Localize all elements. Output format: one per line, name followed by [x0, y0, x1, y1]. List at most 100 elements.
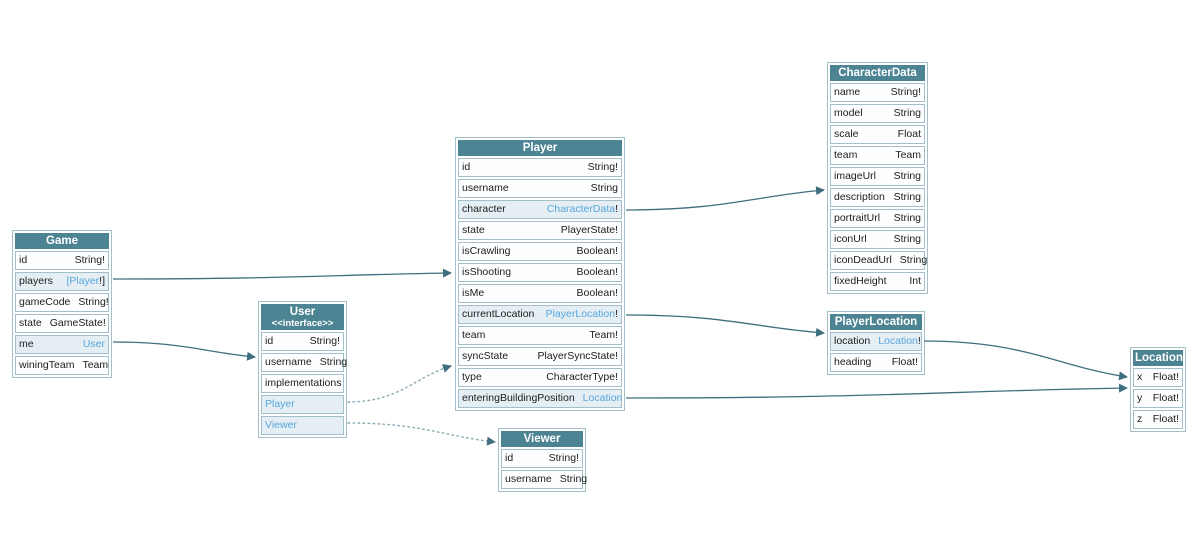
type-text: Float [897, 128, 921, 140]
table-header-location[interactable]: Location [1133, 350, 1183, 366]
field-type: Boolean! [577, 243, 618, 260]
field-type: Location! [878, 333, 921, 350]
type-link[interactable]: PlayerLocation [545, 308, 616, 320]
table-subtitle: <<interface>> [271, 318, 334, 329]
type-text: String [893, 233, 921, 245]
table-header-user[interactable]: User<<interface>> [261, 304, 344, 330]
table-title: Viewer [523, 433, 561, 445]
field-name: gameCode [19, 296, 71, 308]
field-type: Team [895, 147, 921, 164]
field-type: [Player!] [66, 273, 105, 290]
type-text: String [590, 182, 618, 194]
field-row-state: state GameState! [15, 314, 109, 333]
field-type: String [560, 471, 587, 488]
type-text: String [893, 170, 921, 182]
type-text: String! [309, 335, 340, 347]
type-link[interactable]: Location [878, 335, 918, 347]
field-name: me [19, 338, 34, 350]
type-link[interactable]: Viewer [265, 419, 297, 431]
field-name: x [1137, 371, 1143, 383]
field-type: String [894, 189, 921, 206]
field-name: syncState [462, 350, 509, 362]
table-header-playerlocation[interactable]: PlayerLocation [830, 314, 922, 330]
field-type: String [320, 354, 347, 371]
field-name: character [462, 203, 506, 215]
table-header-game[interactable]: Game [15, 233, 109, 249]
field-row-id: id String! [458, 158, 622, 177]
type-text: Boolean! [576, 245, 618, 257]
type-link[interactable]: User [82, 338, 105, 350]
field-name: scale [834, 128, 859, 140]
edge-playerlocation-location [923, 340, 1128, 381]
edge-game-me [112, 341, 256, 361]
field-type: PlayerState! [561, 222, 618, 239]
field-name: id [462, 161, 471, 173]
field-type: String! [75, 252, 105, 269]
field-type: String! [310, 333, 340, 350]
type-text: Boolean! [576, 287, 618, 299]
type-text: String! [587, 161, 618, 173]
field-type: GameState! [50, 315, 106, 332]
type-text: PlayerState! [560, 224, 618, 236]
edge-player-character [625, 186, 825, 211]
edge-player-enteringbuildingposition [625, 383, 1128, 399]
field-row-description: description String [830, 188, 925, 207]
type-link[interactable]: Player [265, 398, 295, 410]
field-type: Float [898, 126, 921, 143]
field-type: User [83, 336, 105, 353]
field-name: state [19, 317, 42, 329]
type-text: Float! [1152, 413, 1179, 425]
table-header-player[interactable]: Player [458, 140, 622, 156]
type-link[interactable]: [Player [66, 275, 100, 287]
field-type: Team [82, 357, 108, 374]
field-type: String [894, 105, 921, 122]
table-header-viewer[interactable]: Viewer [501, 431, 583, 447]
field-type: PlayerSyncState! [537, 348, 618, 365]
type-link[interactable]: CharacterData [546, 203, 616, 215]
field-type: String [894, 168, 921, 185]
edge-user-viewer [347, 422, 496, 446]
type-text: !] [99, 275, 105, 287]
field-name: team [462, 329, 486, 341]
field-name: name [834, 86, 861, 98]
type-text: CharacterType! [546, 371, 618, 383]
field-row-syncstate: syncState PlayerSyncState! [458, 347, 622, 366]
field-name: description [834, 191, 885, 203]
field-name: iconDeadUrl [834, 254, 892, 266]
field-name: username [505, 473, 552, 485]
field-type: CharacterType! [546, 369, 618, 386]
type-text: Team [895, 149, 921, 161]
field-type: Float! [1153, 390, 1179, 407]
table-header-characterdata[interactable]: CharacterData [830, 65, 925, 81]
field-name: players [19, 275, 53, 287]
field-type: String! [78, 294, 108, 311]
table-title: Location [1135, 352, 1183, 364]
field-row-player: Player [261, 395, 344, 414]
field-name: heading [834, 356, 872, 368]
field-row-username: username String [458, 179, 622, 198]
field-name: username [462, 182, 509, 194]
type-link[interactable]: Location [582, 392, 623, 404]
type-text: Float! [1152, 392, 1179, 404]
